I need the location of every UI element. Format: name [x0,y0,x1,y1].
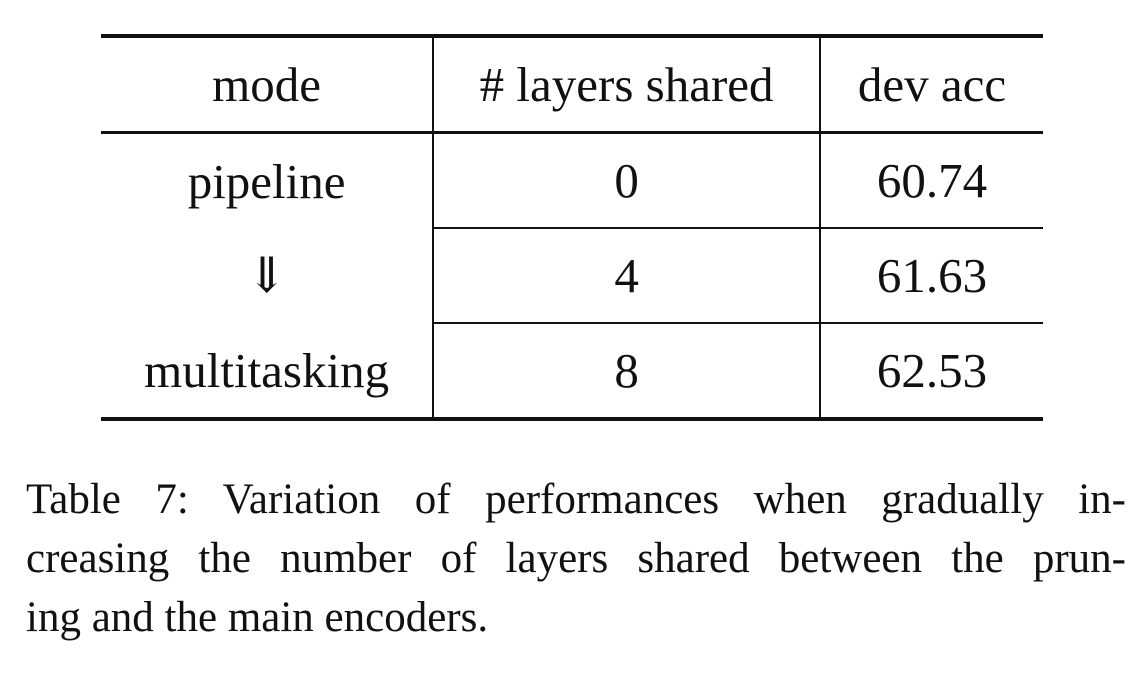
header-layers-shared: # layers shared [432,34,820,134]
caption-line: ing and the main encoders. [26,594,489,641]
cell-dev-acc: 60.74 [818,132,1043,229]
results-table-container: mode # layers shared dev acc pipeline 0 … [101,34,1043,421]
cell-layers-shared: 8 [432,323,820,421]
table-header-row: mode # layers shared dev acc [101,34,1043,134]
header-dev-acc: dev acc [818,34,1043,134]
cell-dev-acc: 62.53 [818,323,1043,421]
table-row: multitasking 8 62.53 [101,323,1043,421]
caption-line: Table 7: Variation of performances when … [26,476,1126,523]
cell-mode-arrow: ⇓ [246,248,288,303]
table-row: ⇓ 4 61.63 [101,228,1043,324]
table-caption: Table 7: Variation of performances when … [26,470,1126,647]
cell-mode: multitasking [101,323,434,421]
caption-line: creasing the number of layers shared bet… [26,535,1126,582]
header-mode: mode [101,34,434,134]
cell-mode: pipeline [187,153,346,209]
cell-layers-shared: 0 [432,132,820,229]
results-table: mode # layers shared dev acc pipeline 0 … [101,34,1043,421]
table-row: pipeline 0 60.74 [101,132,1043,229]
cell-layers-shared: 4 [432,228,820,324]
cell-dev-acc: 61.63 [818,228,1043,324]
